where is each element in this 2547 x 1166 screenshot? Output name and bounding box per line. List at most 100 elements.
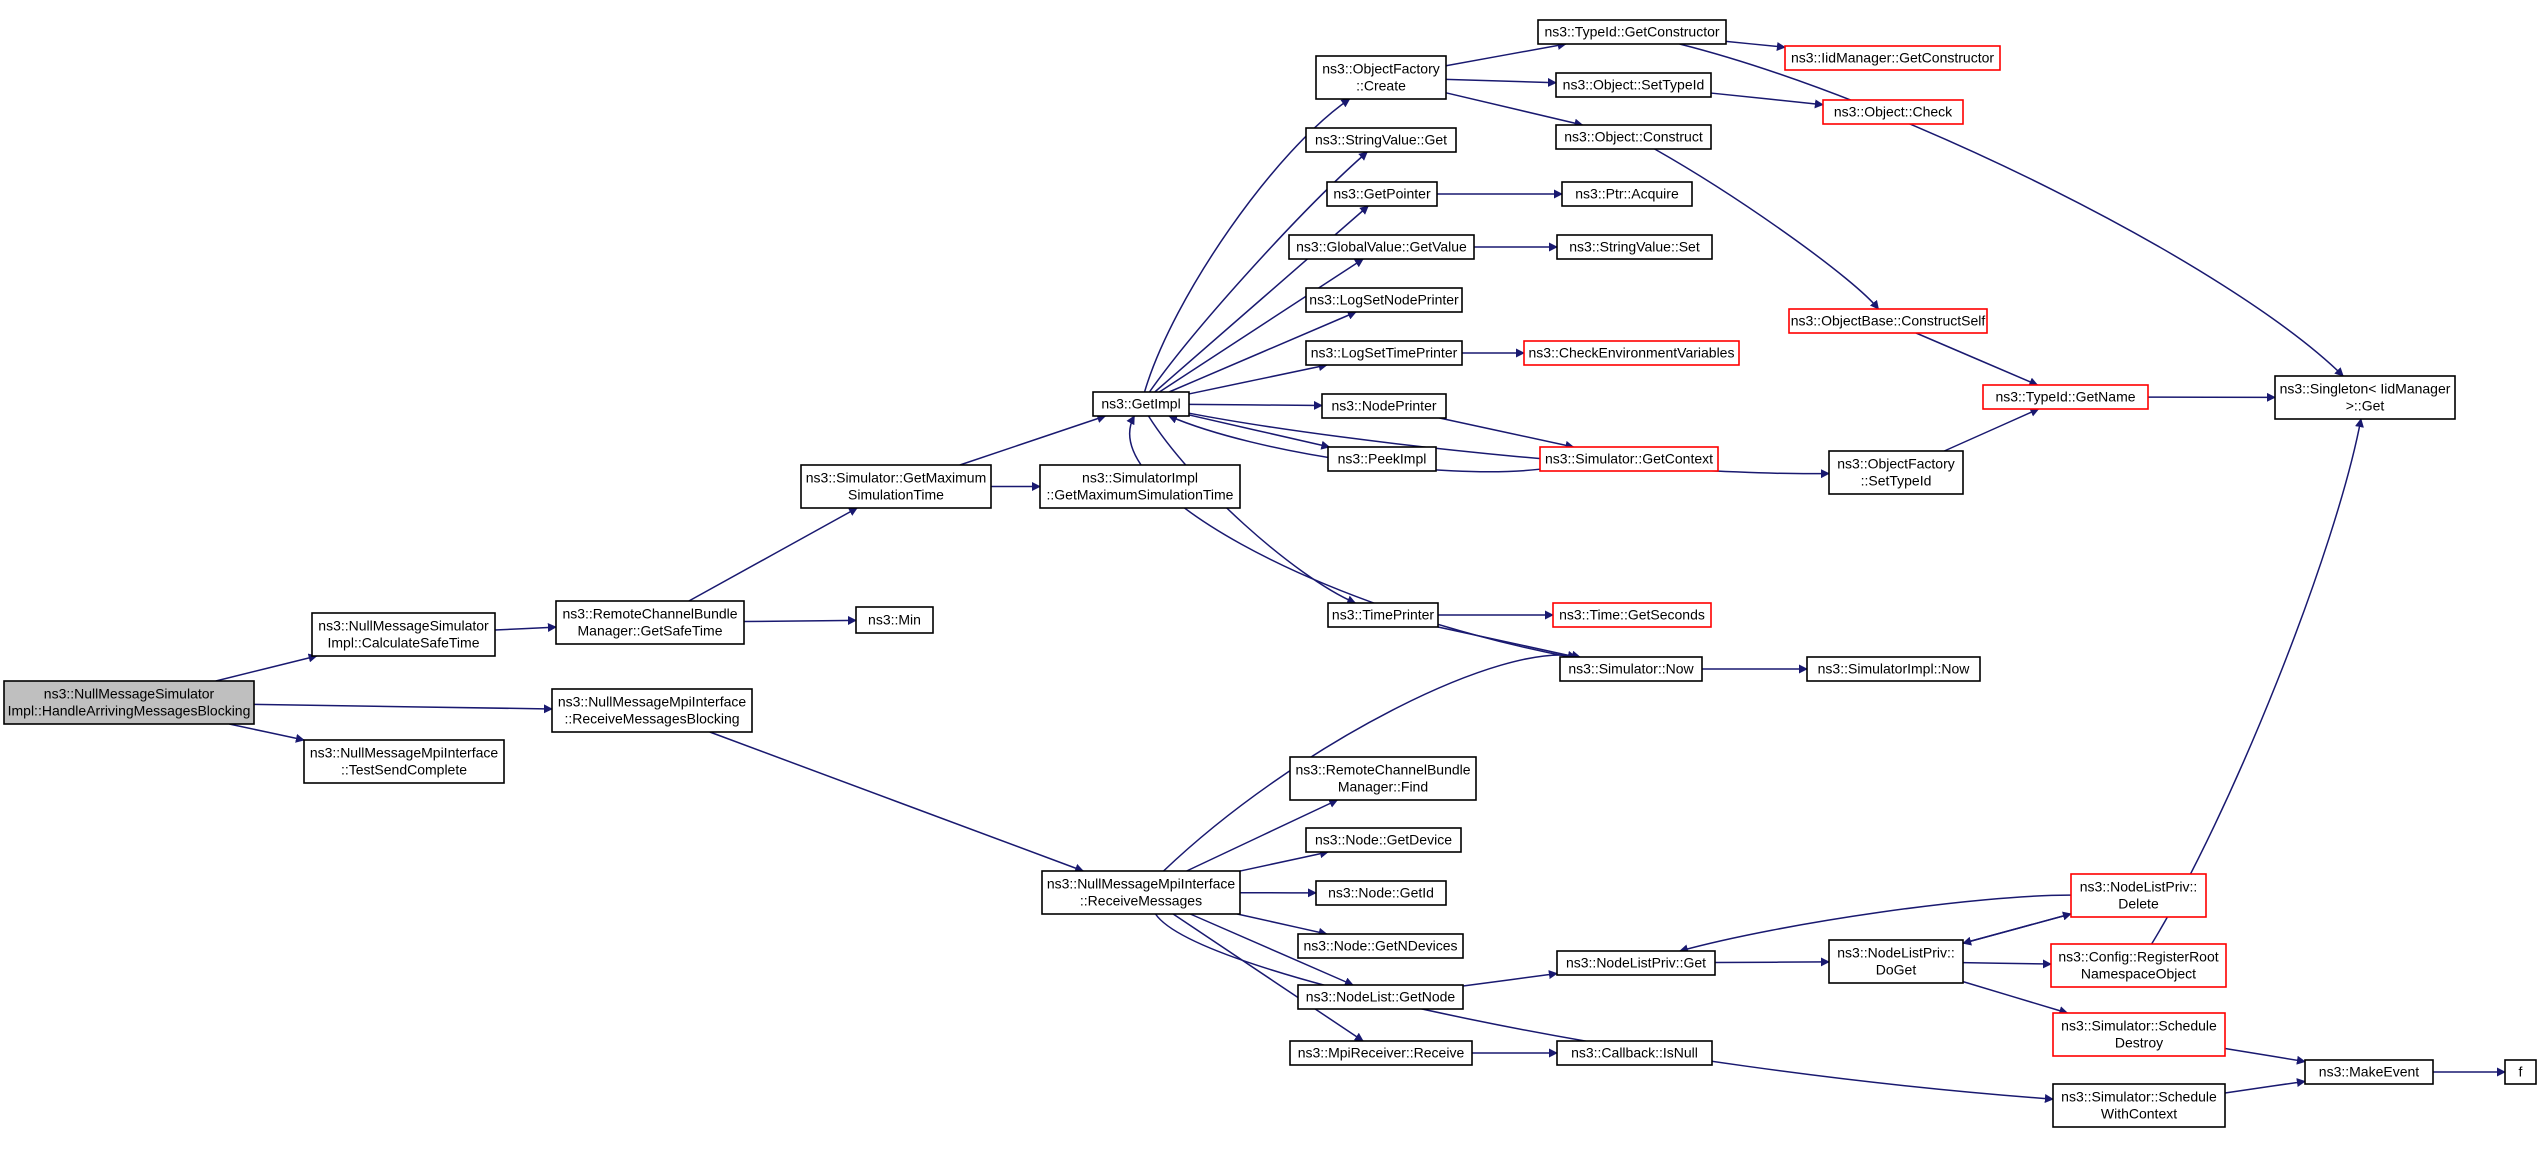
node-box [1561, 181, 1693, 207]
node-box [800, 464, 992, 509]
node-recv-msg-blocking[interactable]: ns3::NullMessageMpiInterface::ReceiveMes… [551, 688, 753, 733]
node-node-list-priv-delete[interactable]: ns3::NodeListPriv::Delete [2070, 873, 2207, 918]
node-label: ns3::MpiReceiver::Receive [1298, 1045, 1465, 1061]
node-sim-impl-now[interactable]: ns3::SimulatorImpl::Now [1806, 656, 1981, 682]
node-sim-impl-get-max[interactable]: ns3::SimulatorImpl::GetMaximumSimulation… [1039, 464, 1241, 509]
node-box [1828, 450, 1964, 495]
node-box [1305, 127, 1457, 153]
node-sim-get-max[interactable]: ns3::Simulator::GetMaximumSimulationTime [800, 464, 992, 509]
node-iid-mgr-get-ctor[interactable]: ns3::IidManager::GetConstructor [1784, 45, 2001, 71]
node-label: ns3::Config::RegisterRoot [2058, 949, 2218, 965]
node-box [1556, 950, 1716, 976]
node-receive-messages[interactable]: ns3::NullMessageMpiInterface::ReceiveMes… [1041, 870, 1241, 915]
node-box [1982, 384, 2149, 410]
node-ptr-acquire[interactable]: ns3::Ptr::Acquire [1561, 181, 1693, 207]
node-sim-get-context[interactable]: ns3::Simulator::GetContext [1539, 446, 1719, 472]
node-get-pointer[interactable]: ns3::GetPointer [1326, 181, 1438, 207]
node-f[interactable]: f [2504, 1059, 2537, 1085]
node-box [1784, 45, 2001, 71]
node-string-value-set[interactable]: ns3::StringValue::Set [1556, 234, 1713, 260]
node-object-check[interactable]: ns3::Object::Check [1822, 99, 1964, 125]
node-label: ns3::GetImpl [1101, 396, 1180, 412]
node-label: ns3::Min [868, 612, 921, 628]
node-box [1326, 181, 1438, 207]
node-check-env-vars[interactable]: ns3::CheckEnvironmentVariables [1523, 340, 1740, 366]
node-box [1539, 446, 1719, 472]
node-box [1828, 939, 1964, 984]
node-node-get-device[interactable]: ns3::Node::GetDevice [1305, 827, 1462, 853]
node-box [1555, 72, 1712, 98]
node-node-list-get-node[interactable]: ns3::NodeList::GetNode [1297, 984, 1464, 1010]
node-label: SimulationTime [848, 487, 944, 503]
edges-layer [215, 40, 2506, 1104]
node-node-list-priv-get[interactable]: ns3::NodeListPriv::Get [1556, 950, 1716, 976]
edge-get-impl-to-string-value-get [1148, 151, 1368, 393]
node-label: ::GetMaximumSimulationTime [1047, 487, 1234, 503]
node-label: ns3::IidManager::GetConstructor [1791, 50, 1994, 66]
edge-receive-messages-to-sim-schedule-with-context [1154, 913, 2054, 1104]
node-log-set-node-printer[interactable]: ns3::LogSetNodePrinter [1305, 287, 1463, 313]
node-label: ns3::Simulator::GetMaximum [806, 470, 987, 486]
edge-obj-factory-create-to-type-id-get-ctor [1445, 41, 1567, 67]
node-label: ns3::Time::GetSeconds [1559, 607, 1705, 623]
node-box [2504, 1059, 2537, 1085]
node-node-list-priv-do-get[interactable]: ns3::NodeListPriv::DoGet [1828, 939, 1964, 984]
node-make-event[interactable]: ns3::MakeEvent [2304, 1059, 2434, 1085]
node-label: ns3::TypeId::GetName [1995, 389, 2135, 405]
node-box [1327, 446, 1437, 472]
node-obj-factory-create[interactable]: ns3::ObjectFactory::Create [1315, 55, 1447, 100]
node-obj-factory-set-type-id[interactable]: ns3::ObjectFactory::SetTypeId [1828, 450, 1964, 495]
node-type-id-get-name[interactable]: ns3::TypeId::GetName [1982, 384, 2149, 410]
node-label: DoGet [1876, 962, 1917, 978]
edge-type-id-get-ctor-to-singleton-get [1679, 43, 2344, 377]
edge-get-impl-to-node-printer [1188, 400, 1323, 410]
node-type-id-get-ctor[interactable]: ns3::TypeId::GetConstructor [1537, 19, 1727, 45]
node-obj-base-construct-self[interactable]: ns3::ObjectBase::ConstructSelf [1788, 308, 1988, 334]
node-label: Manager::GetSafeTime [578, 623, 723, 639]
node-box [555, 600, 745, 645]
node-box [855, 606, 934, 634]
node-object-set-type-id[interactable]: ns3::Object::SetTypeId [1555, 72, 1712, 98]
node-label: ns3::ObjectFactory [1837, 456, 1955, 472]
edge-calc-safe-time-to-get-safe-time [494, 622, 557, 632]
node-box [1039, 464, 1241, 509]
node-label: Destroy [2115, 1035, 2163, 1051]
node-node-printer[interactable]: ns3::NodePrinter [1321, 393, 1447, 419]
node-time-get-seconds[interactable]: ns3::Time::GetSeconds [1552, 602, 1712, 628]
edge-node-list-priv-delete-to-node-list-priv-do-get [1962, 913, 2072, 946]
node-string-value-get[interactable]: ns3::StringValue::Get [1305, 127, 1457, 153]
node-global-value-get-value[interactable]: ns3::GlobalValue::GetValue [1288, 234, 1475, 260]
node-box [1289, 756, 1477, 801]
edge-get-safe-time-to-min [743, 615, 857, 625]
node-node-get-id[interactable]: ns3::Node::GetId [1315, 880, 1447, 906]
node-peek-impl[interactable]: ns3::PeekImpl [1327, 446, 1437, 472]
node-calc-safe-time[interactable]: ns3::NullMessageSimulatorImpl::Calculate… [311, 612, 496, 657]
edge-obj-factory-create-to-object-set-type-id [1445, 77, 1557, 87]
node-box [311, 612, 496, 657]
node-sim-now[interactable]: ns3::Simulator::Now [1559, 656, 1703, 682]
node-label: ns3::Object::Construct [1564, 129, 1703, 145]
node-node-get-ndevices[interactable]: ns3::Node::GetNDevices [1297, 933, 1464, 959]
node-singleton-get[interactable]: ns3::Singleton< IidManager>::Get [2274, 375, 2456, 420]
node-min[interactable]: ns3::Min [855, 606, 934, 634]
node-get-safe-time[interactable]: ns3::RemoteChannelBundleManager::GetSafe… [555, 600, 745, 645]
node-label: ns3::ObjectBase::ConstructSelf [1791, 313, 1986, 329]
node-box [1305, 340, 1463, 366]
node-get-impl[interactable]: ns3::GetImpl [1092, 391, 1190, 417]
node-mpi-receiver-receive[interactable]: ns3::MpiReceiver::Receive [1289, 1040, 1473, 1066]
node-box [1041, 870, 1241, 915]
node-log-set-time-printer[interactable]: ns3::LogSetTimePrinter [1305, 340, 1463, 366]
edge-node-list-get-node-to-node-list-priv-get [1462, 970, 1558, 987]
node-time-printer[interactable]: ns3::TimePrinter [1327, 602, 1439, 628]
node-callback-is-null[interactable]: ns3::Callback::IsNull [1556, 1040, 1713, 1066]
node-test-send-complete[interactable]: ns3::NullMessageMpiInterface::TestSendCo… [303, 739, 505, 784]
node-label: ::SetTypeId [1861, 473, 1932, 489]
node-object-construct[interactable]: ns3::Object::Construct [1555, 124, 1712, 150]
node-box [2052, 1012, 2226, 1057]
node-label: ns3::NodePrinter [1331, 398, 1436, 414]
node-box [1288, 234, 1475, 260]
